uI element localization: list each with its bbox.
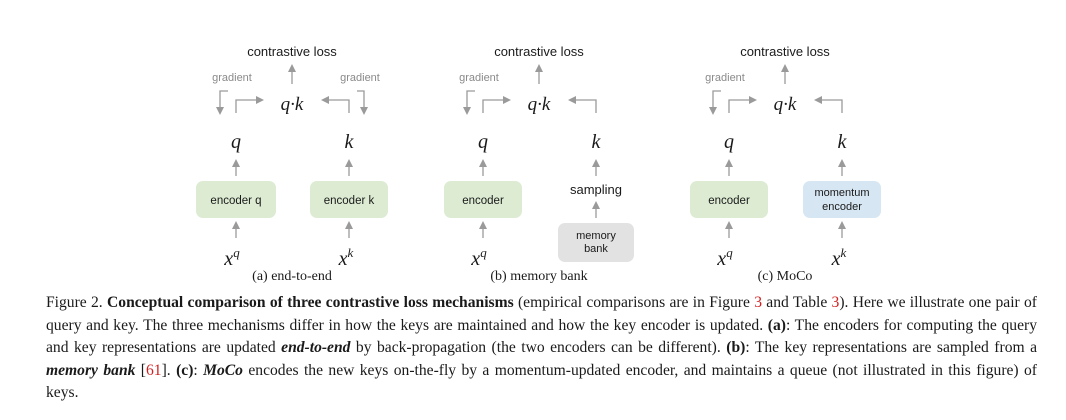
momentum-encoder-box [803,181,881,218]
panel-caption: (a) end-to-end [252,269,332,284]
figure-diagram: contrastive loss gradient gradient q·k q… [196,44,881,284]
forward-arrow-right [568,96,597,113]
panel-caption: (b) memory bank [490,269,587,284]
encoder-box [444,181,522,218]
caption-text: encodes the new keys on-the-fly by a mom… [46,361,1037,402]
caption-title: Conceptual comparison of three contrasti… [107,294,514,311]
x-query: xq [716,245,733,270]
k-label: k [838,131,848,153]
caption-text: [ [135,361,146,379]
gradient-arrow-left [709,90,721,115]
forward-arrow-left [482,96,511,113]
encoder-box [690,181,768,218]
encoder-text: encoder [462,195,504,207]
encoder-q-box [196,181,276,218]
caption-emphasis-moco: MoCo [203,361,243,379]
figure-reference-link[interactable]: 3 [754,294,763,311]
gradient-arrow-left [216,90,228,115]
gradient-arrow-right [357,90,368,115]
forward-arrow-left [728,96,757,113]
encoder-k-box [310,181,388,218]
forward-arrow-right [814,96,843,113]
caption-text: ]. [161,361,171,379]
x-query: xq [223,245,240,270]
x-key: xk [831,245,847,270]
x-key: xk [338,245,354,270]
caption-text: (empirical comparisons are in Figure [517,294,755,311]
q-label: q [724,131,734,153]
memory-bank-box [558,223,634,262]
caption-text: ). Here we illustrate one pair of query … [46,294,1038,334]
caption-emphasis-end-to-end: end-to-end [281,339,351,357]
contrastive-loss-label: contrastive loss [247,44,337,59]
panel-b: contrastive loss gradient q·k q k encode… [444,44,634,284]
panel-c: contrastive loss gradient q·k q k encode… [690,44,881,284]
panel-caption: (c) MoCo [758,269,813,284]
panel-a: contrastive loss gradient gradient q·k q… [196,44,388,284]
contrastive-loss-label: contrastive loss [494,44,584,59]
forward-arrow-right [321,96,350,113]
x-query: xq [470,245,487,270]
q-label: q [231,131,241,153]
encoder-text: encoder [708,195,750,207]
gradient-label-left: gradient [705,72,745,84]
contrastive-loss-label: contrastive loss [740,44,830,59]
gradient-arrow-left [463,90,475,115]
gradient-label-right: gradient [340,72,380,84]
caption-text: and Table [762,294,832,311]
encoder-q-text: encoder q [210,195,261,207]
caption-text: : The encoders for computing the query a… [46,316,1037,357]
qk-product: q·k [281,94,304,115]
citation-reference-link[interactable]: 61 [146,361,162,379]
sampling-label: sampling [570,182,622,197]
gradient-label-left: gradient [212,72,252,84]
qk-product: q·k [774,94,797,115]
caption-text: : The key representations are sampled fr… [745,339,1038,357]
table-reference-link[interactable]: 3 [831,294,840,311]
caption-label-b: (b) [726,339,746,357]
caption-text: : [193,361,204,379]
gradient-label-left: gradient [459,72,499,84]
caption-text: by back-propagation (the two encoders ca… [350,339,721,357]
forward-arrow-left [235,96,264,113]
figure-label: Figure 2. [46,294,103,311]
qk-product: q·k [528,94,551,115]
encoder-k-text: encoder k [324,195,375,207]
caption-emphasis-memory-bank: memory bank [46,361,136,379]
caption-label-a: (a) [767,316,786,334]
q-label: q [478,131,488,153]
caption-label-c: (c) [176,361,194,379]
k-label: k [592,131,602,153]
figure-caption: Figure 2. Conceptual comparison of three… [46,292,1037,405]
k-label: k [345,131,355,153]
